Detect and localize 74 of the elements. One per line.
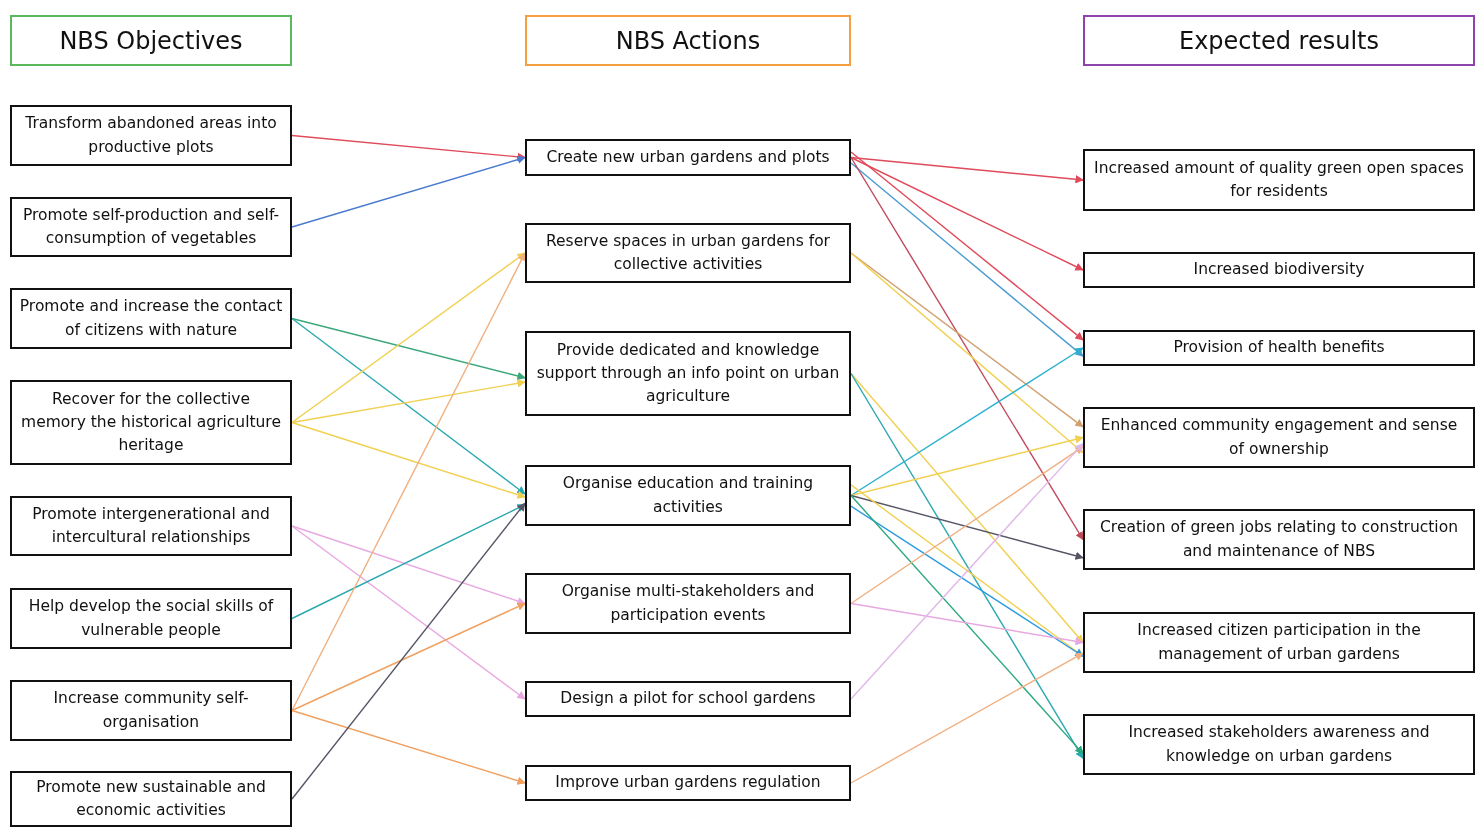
box-text: Increase community self-organisation xyxy=(52,688,250,733)
box-text: Design a pilot for school gardens xyxy=(560,688,816,710)
box-text: Help develop the social skills of vulnerable people xyxy=(27,596,275,641)
objective-box xyxy=(10,496,292,556)
box-text: Increased biodiversity xyxy=(1193,259,1365,281)
result-box xyxy=(1083,407,1475,468)
arrow xyxy=(291,317,526,380)
arrow xyxy=(850,435,1084,497)
result-box xyxy=(1083,330,1475,366)
action-box xyxy=(525,331,851,416)
arrow xyxy=(291,379,526,424)
box-text: Create new urban gardens and plots xyxy=(546,146,830,168)
arrow xyxy=(291,502,526,800)
arrow xyxy=(850,372,1084,644)
arrow xyxy=(850,347,1084,497)
arrow xyxy=(291,134,526,161)
header-text: Expected results xyxy=(1179,25,1379,57)
arrow xyxy=(291,252,526,424)
action-box xyxy=(525,681,851,717)
objective-box xyxy=(10,380,292,465)
column-header xyxy=(525,15,851,66)
arrow xyxy=(850,494,1084,560)
result-box xyxy=(1083,612,1475,673)
box-text: Increased citizen participation in the management of urban gardens xyxy=(1136,620,1422,665)
arrow xyxy=(850,156,1084,184)
box-text: Organise multi-stakeholders and participation events xyxy=(560,581,816,626)
arrow xyxy=(291,709,526,785)
box-text: Recover for the collective memory the historical agriculture heritage xyxy=(20,388,282,457)
box-text: Provide dedicated and knowledge support through an info point on urban agriculture xyxy=(535,339,841,408)
action-box xyxy=(525,465,851,526)
box-text: Creation of green jobs relating to construction and maintenance of NBS xyxy=(1099,517,1459,562)
arrow xyxy=(850,494,1084,755)
action-box xyxy=(525,765,851,801)
objective-box xyxy=(10,588,292,649)
arrow xyxy=(291,317,526,495)
action-box xyxy=(525,573,851,634)
box-text: Promote new sustainable and economic activities xyxy=(35,776,267,821)
result-box xyxy=(1083,509,1475,570)
arrow xyxy=(850,372,1084,759)
box-text: Improve urban gardens regulation xyxy=(555,772,821,794)
box-text: Transform abandoned areas into productive plots xyxy=(24,113,278,158)
box-text: Increased stakeholders awareness and knowledge on urban gardens xyxy=(1127,722,1431,767)
action-box xyxy=(525,223,851,283)
result-box xyxy=(1083,714,1475,775)
arrow xyxy=(850,156,1084,271)
arrow xyxy=(291,525,526,700)
arrow xyxy=(850,652,1084,784)
box-text: Enhanced community engagement and sense of ownership xyxy=(1099,415,1459,460)
box-text: Reserve spaces in urban gardens for collective activities xyxy=(545,230,831,275)
box-text: Increased amount of quality green open spaces for residents xyxy=(1093,157,1465,202)
arrow xyxy=(291,421,526,499)
box-text: Promote self-production and self-consumption of vegetables xyxy=(21,204,281,249)
action-box xyxy=(525,139,851,176)
box-text: Promote intergenerational and intercultural relationships xyxy=(31,503,271,548)
header-text: NBS Objectives xyxy=(59,25,243,57)
box-text: Provision of health benefits xyxy=(1173,337,1385,359)
result-box xyxy=(1083,149,1475,211)
arrow xyxy=(850,602,1084,646)
arrow xyxy=(850,442,1084,700)
column-header xyxy=(1083,15,1475,66)
arrow xyxy=(291,155,526,228)
objective-box xyxy=(10,197,292,257)
objective-box xyxy=(10,680,292,741)
box-text: Promote and increase the contact of citizens with nature xyxy=(18,296,284,341)
objective-box xyxy=(10,771,292,827)
arrow xyxy=(291,602,526,712)
box-text: Organise education and training activities xyxy=(561,473,815,518)
column-header xyxy=(10,15,292,66)
result-box xyxy=(1083,252,1475,288)
arrow xyxy=(291,525,526,606)
header-text: NBS Actions xyxy=(615,25,761,57)
objective-box xyxy=(10,105,292,166)
objective-box xyxy=(10,288,292,349)
arrow xyxy=(850,445,1084,605)
